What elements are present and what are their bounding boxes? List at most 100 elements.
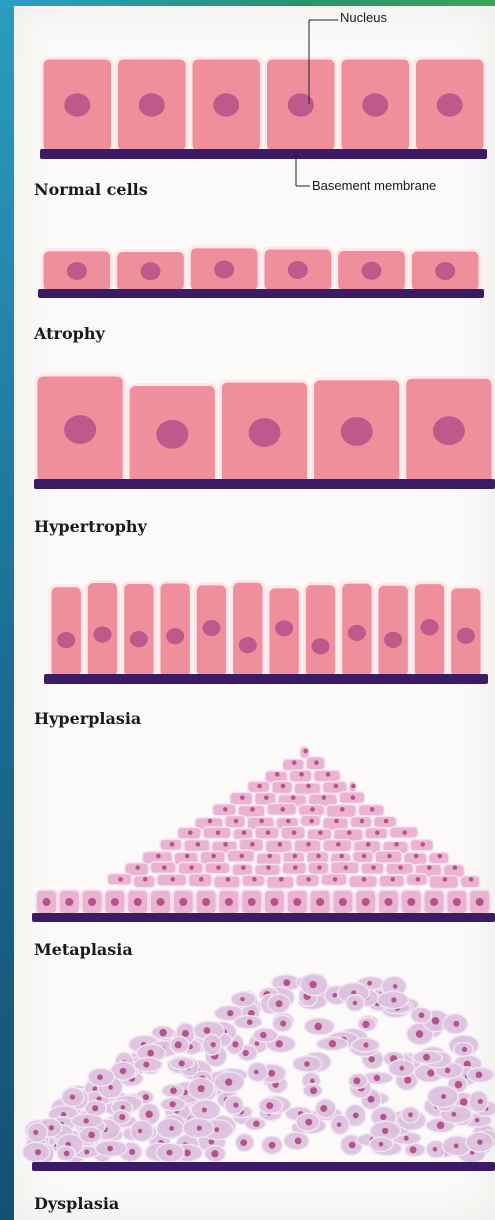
cell-nucleus (277, 842, 282, 847)
cell-nucleus (170, 842, 175, 847)
cell-nucleus (249, 418, 281, 447)
cell-nucleus (166, 628, 184, 644)
cell-nucleus (250, 842, 255, 847)
cell-nucleus (252, 877, 257, 882)
cell-nucleus (182, 1030, 189, 1037)
cell-nucleus (407, 898, 415, 906)
basement-membrane (44, 674, 488, 684)
cell-nucleus (432, 1017, 440, 1025)
cell-nucleus (135, 865, 140, 870)
cell-nucleus (336, 842, 341, 847)
cell-nucleus (370, 807, 375, 812)
cell-nucleus (88, 1132, 95, 1139)
cell-nucleus (232, 1041, 238, 1047)
cell-nucleus (430, 898, 438, 906)
cell-nucleus (291, 795, 296, 800)
cell-nucleus (344, 865, 349, 870)
cell-nucleus (310, 807, 315, 812)
cell-nucleus (427, 1070, 434, 1077)
cell-nucleus (271, 898, 279, 906)
cell-nucleus (441, 1094, 446, 1099)
cell-nucleus (317, 865, 322, 870)
cell-nucleus (349, 1142, 356, 1149)
cell-nucleus (391, 997, 396, 1002)
cell-nucleus (421, 619, 439, 635)
cell-nucleus (120, 1068, 126, 1074)
cell-nucleus (268, 1070, 275, 1077)
cell-nucleus (367, 981, 372, 986)
cell-nucleus (293, 854, 298, 859)
cell-nucleus (445, 1068, 450, 1073)
label-normal-cells: Normal cells (34, 180, 148, 199)
cell-nucleus (362, 898, 370, 906)
cell-nucleus (248, 898, 256, 906)
cell-nucleus (416, 877, 421, 882)
cell-nucleus (455, 1081, 462, 1088)
cell-nucleus (433, 1147, 438, 1152)
cell-nucleus (353, 1077, 360, 1084)
cell-nucleus (404, 1077, 411, 1084)
cell-nucleus (419, 1012, 425, 1018)
cell-nucleus (267, 854, 272, 859)
dysplasia-tissue (23, 974, 495, 1171)
cell-nucleus (333, 877, 338, 882)
cell-nucleus (280, 807, 285, 812)
cell-nucleus (240, 795, 245, 800)
basement-membrane (32, 1162, 495, 1171)
cell-nucleus (390, 877, 395, 882)
cell-nucleus (276, 1000, 283, 1007)
cell-nucleus (266, 1102, 273, 1109)
cell-nucleus (33, 1130, 38, 1135)
cell-nucleus (179, 1060, 185, 1066)
label-atrophy: Atrophy (34, 324, 105, 343)
cell-nucleus (382, 1128, 388, 1134)
cell-nucleus (107, 1146, 113, 1152)
cell-nucleus (379, 1142, 384, 1147)
cell-nucleus (157, 898, 165, 906)
cell-nucleus (462, 1047, 467, 1052)
cell-nucleus (341, 417, 373, 446)
cell-nucleus (314, 760, 319, 765)
cell-nucleus (225, 1078, 232, 1085)
cell-nucleus (130, 631, 148, 647)
cell-nucleus (414, 854, 419, 859)
cell-nucleus (253, 1120, 260, 1127)
cell-nucleus (189, 865, 194, 870)
cell-nucleus (118, 877, 123, 882)
cell-nucleus (304, 1061, 310, 1067)
cell-nucleus (49, 1125, 54, 1130)
basement-membrane (32, 913, 495, 922)
cell-nucleus (286, 819, 291, 824)
cell-nucleus (478, 1099, 483, 1104)
cell-nucleus (202, 898, 210, 906)
cell-nucleus (65, 898, 73, 906)
cell-nucleus (476, 1072, 483, 1079)
cell-nucleus (156, 854, 161, 859)
cell-nucleus (188, 830, 193, 835)
basement-membrane (38, 289, 484, 298)
cell-nucleus (351, 784, 356, 789)
cell-nucleus (247, 1019, 253, 1025)
cell-nucleus (369, 1056, 375, 1062)
label-hyperplasia: Hyperplasia (34, 709, 141, 728)
cell-nucleus (257, 784, 262, 789)
cell-nucleus (318, 830, 323, 835)
normal-cells-tissue (40, 20, 487, 186)
cell-nucleus (303, 749, 308, 754)
cell-nucleus (211, 1042, 216, 1047)
cell-nucleus (306, 842, 311, 847)
cell-nucleus (179, 898, 187, 906)
cell-nucleus (170, 1087, 177, 1094)
cell-nucleus (203, 620, 221, 636)
cell-nucleus (339, 854, 344, 859)
cell-nucleus (347, 830, 352, 835)
cell-nucleus (368, 1096, 375, 1103)
epithelial-cell (232, 581, 264, 678)
cell-nucleus (162, 865, 167, 870)
cell-nucleus (213, 93, 239, 116)
cell-nucleus (453, 898, 461, 906)
cell-nucleus (362, 877, 367, 882)
diagram-sheet: Nucleus Basement membrane Normal cells A… (14, 6, 495, 1220)
cell-nucleus (111, 898, 119, 906)
cell-nucleus (306, 877, 311, 882)
